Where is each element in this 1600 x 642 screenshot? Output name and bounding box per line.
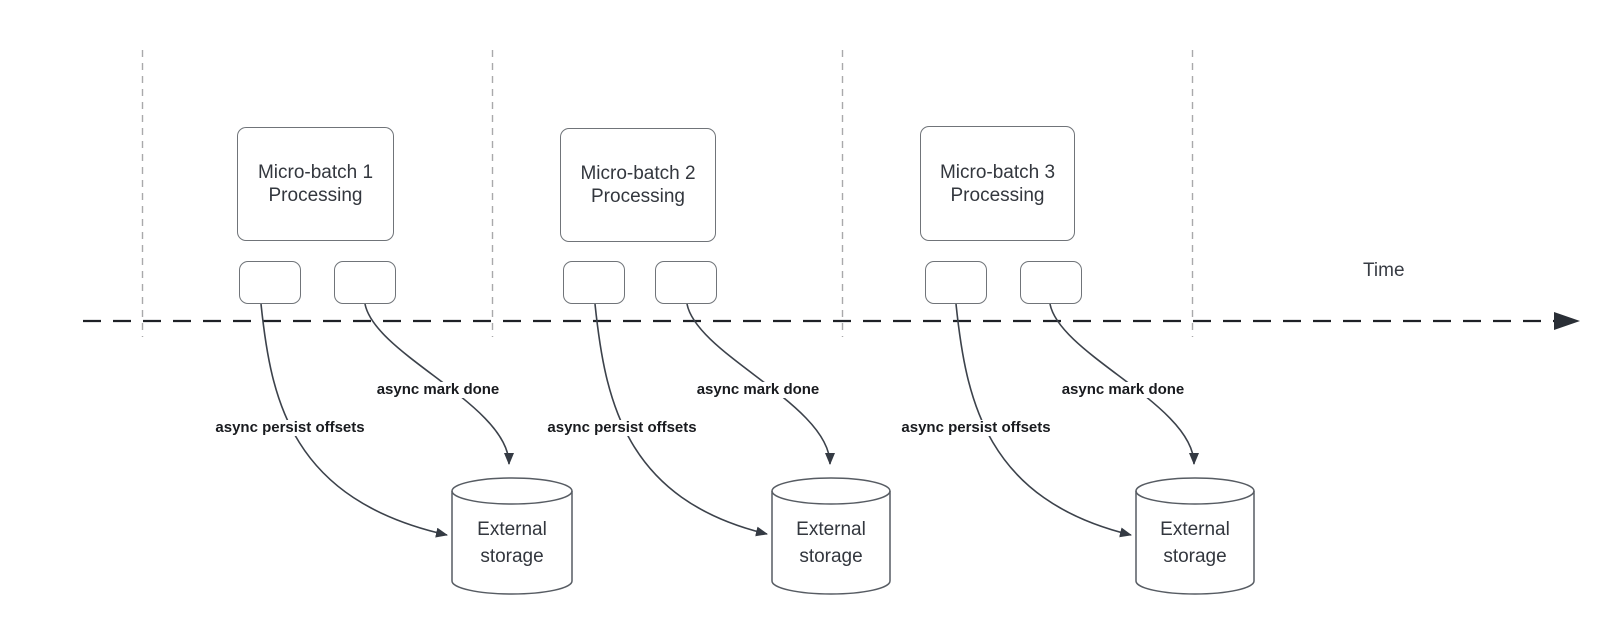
persist-offsets-arrow-3	[955, 303, 1132, 538]
storage-label-1-line2: storage	[480, 546, 544, 567]
time-axis-arrowhead	[1554, 312, 1580, 330]
time-label: Time	[1363, 260, 1405, 281]
offset-task-box-2	[563, 261, 625, 304]
storage-label-2: External storage	[772, 516, 890, 570]
persist-offsets-arrow-1	[260, 303, 448, 538]
time-guide-lines	[141, 50, 1194, 337]
storage-cylinder-3-rim	[1135, 490, 1255, 505]
storage-cylinder-3	[1135, 477, 1255, 595]
storage-label-1: External storage	[452, 516, 572, 570]
done-task-box-1	[334, 261, 396, 304]
storage-cylinder-2	[771, 477, 891, 595]
async-arrows	[260, 303, 1199, 538]
storage-label-3: External storage	[1136, 516, 1254, 570]
persist-offsets-label-1: async persist offsets	[212, 420, 368, 436]
storage-label-1-line1: External	[477, 519, 547, 540]
micro-batch-1-box: Micro-batch 1 Processing	[237, 127, 394, 241]
offset-task-box-3	[925, 261, 987, 304]
micro-batch-2-title-line2: Processing	[591, 186, 685, 207]
storage-label-3-line1: External	[1160, 519, 1230, 540]
time-axis	[83, 312, 1580, 330]
micro-batch-2-box: Micro-batch 2 Processing	[560, 128, 716, 242]
mark-done-arrow-3	[1049, 303, 1199, 465]
storage-label-2-line1: External	[796, 519, 866, 540]
micro-batch-2-title-line1: Micro-batch 2	[580, 163, 696, 184]
done-task-box-2	[655, 261, 717, 304]
storage-cylinder-1	[451, 477, 573, 595]
storage-cylinder-2-rim	[771, 490, 891, 505]
micro-batch-1-title-line1: Micro-batch 1	[257, 162, 374, 183]
mark-done-label-2: async mark done	[693, 382, 823, 398]
persist-offsets-arrow-2	[594, 303, 768, 537]
micro-batch-3-title-line2: Processing	[950, 184, 1045, 206]
mark-done-arrow-1	[364, 303, 514, 465]
persist-offsets-label-3: async persist offsets	[898, 420, 1054, 436]
micro-batch-3-box: Micro-batch 3 Processing	[920, 126, 1075, 241]
mark-done-arrow-2	[686, 303, 835, 465]
done-task-box-3	[1020, 261, 1082, 304]
mark-done-label-3: async mark done	[1058, 382, 1188, 398]
micro-batch-1-title-line2: Processing	[268, 185, 363, 206]
persist-offsets-label-2: async persist offsets	[544, 420, 700, 436]
storage-cylinder-1-rim	[451, 490, 573, 505]
storage-label-2-line2: storage	[799, 546, 863, 567]
offset-task-box-1	[239, 261, 301, 304]
storage-label-3-line2: storage	[1163, 546, 1227, 567]
micro-batch-3-title-line1: Micro-batch 3	[939, 161, 1056, 183]
mark-done-label-1: async mark done	[373, 382, 503, 398]
storage-cylinders	[451, 477, 1255, 595]
